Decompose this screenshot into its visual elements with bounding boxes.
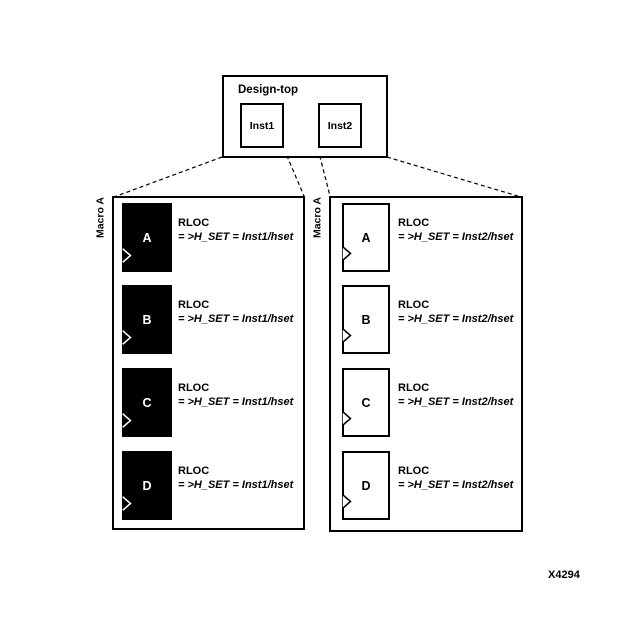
clock-input-icon: [342, 246, 352, 261]
rloc-keyword: RLOC: [178, 465, 210, 477]
clock-input-icon: [122, 330, 132, 345]
rloc-value: = >H_SET = Inst1/hset: [178, 231, 294, 243]
clock-input-icon: [122, 413, 132, 428]
rloc-keyword: RLOC: [398, 299, 430, 311]
block-letter: A: [361, 230, 371, 245]
block-letter: C: [142, 395, 152, 410]
block-b-inst2: B: [342, 285, 390, 354]
rloc-value: = >H_SET = Inst2/hset: [398, 479, 514, 491]
clock-input-icon: [122, 496, 132, 511]
macro-a-inst2-box: A RLOC = >H_SET = Inst2/hset B RLOC = >H…: [329, 196, 523, 532]
block-d-inst1: D: [122, 451, 172, 520]
rloc-keyword: RLOC: [398, 382, 430, 394]
rloc-value: = >H_SET = Inst2/hset: [398, 231, 514, 243]
rloc-annotation: RLOC = >H_SET = Inst1/hset: [178, 381, 293, 409]
block-c-inst2: C: [342, 368, 390, 437]
clock-input-icon: [122, 248, 132, 263]
block-a-inst2: A: [342, 203, 390, 272]
rloc-annotation: RLOC = >H_SET = Inst1/hset: [178, 216, 293, 244]
rloc-annotation: RLOC = >H_SET = Inst1/hset: [178, 298, 293, 326]
block-d-inst2: D: [342, 451, 390, 520]
design-top-label: Design-top: [238, 84, 299, 96]
block-a-inst1: A: [122, 203, 172, 272]
clock-input-icon: [342, 411, 352, 426]
rloc-annotation: RLOC = >H_SET = Inst2/hset: [398, 216, 513, 244]
block-b-inst1: B: [122, 285, 172, 354]
rloc-value: = >H_SET = Inst2/hset: [398, 396, 514, 408]
rloc-keyword: RLOC: [398, 217, 430, 229]
block-letter: D: [361, 478, 371, 493]
rloc-annotation: RLOC = >H_SET = Inst2/hset: [398, 464, 513, 492]
rloc-value: = >H_SET = Inst2/hset: [398, 313, 514, 325]
rloc-annotation: RLOC = >H_SET = Inst1/hset: [178, 464, 293, 492]
rloc-value: = >H_SET = Inst1/hset: [178, 479, 294, 491]
block-letter: C: [361, 395, 371, 410]
figure-id: X4294: [548, 569, 580, 581]
rloc-annotation: RLOC = >H_SET = Inst2/hset: [398, 381, 513, 409]
block-letter: A: [142, 230, 152, 245]
macro-a-label-left: Macro A: [94, 196, 107, 239]
inst2-label: Inst2: [327, 119, 353, 132]
rloc-value: = >H_SET = Inst1/hset: [178, 313, 294, 325]
rloc-keyword: RLOC: [178, 382, 210, 394]
inst1-box: Inst1: [240, 103, 284, 148]
macro-a-inst1-box: A RLOC = >H_SET = Inst1/hset B RLOC = >H…: [112, 196, 305, 530]
block-letter: D: [142, 478, 152, 493]
rloc-keyword: RLOC: [398, 465, 430, 477]
rloc-keyword: RLOC: [178, 299, 210, 311]
block-letter: B: [142, 312, 152, 327]
block-c-inst1: C: [122, 368, 172, 437]
design-top-box: Design-top Inst1 Inst2: [222, 75, 388, 158]
clock-input-icon: [342, 494, 352, 509]
inst2-box: Inst2: [318, 103, 362, 148]
inst1-label: Inst1: [249, 119, 275, 132]
rloc-annotation: RLOC = >H_SET = Inst2/hset: [398, 298, 513, 326]
rloc-value: = >H_SET = Inst1/hset: [178, 396, 294, 408]
clock-input-icon: [342, 328, 352, 343]
block-letter: B: [361, 312, 371, 327]
rloc-keyword: RLOC: [178, 217, 210, 229]
macro-a-label-right: Macro A: [311, 196, 324, 239]
